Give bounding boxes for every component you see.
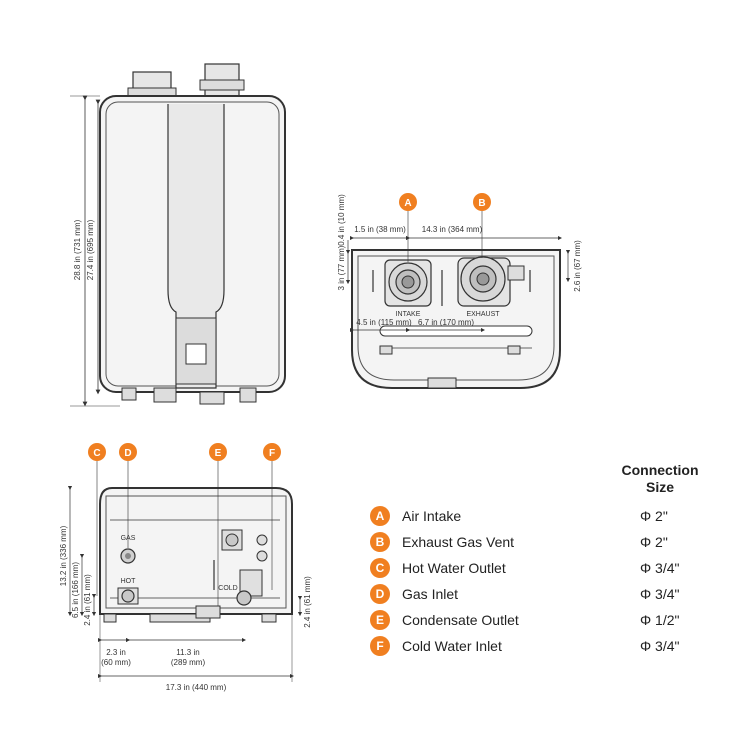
bottom-dim-width: 17.3 in (440 mm) bbox=[166, 683, 227, 692]
top-view: INTAKE EXHAUST A B 1.5 in (38 mm) 14.3 i… bbox=[337, 193, 582, 389]
cold-label: COLD bbox=[218, 585, 237, 592]
legend-row-hot-water: C Hot Water Outlet Φ 3/4" bbox=[370, 557, 690, 579]
legend-badge: E bbox=[370, 610, 390, 630]
badge-b: B bbox=[473, 193, 491, 211]
badge-f: F bbox=[263, 443, 281, 461]
bottom-dim-height-hot: 2.4 in (61 mm) bbox=[83, 574, 92, 626]
intake-label: INTAKE bbox=[396, 311, 421, 318]
badge-e: E bbox=[209, 443, 227, 461]
bottom-dim-offset-left-1: 2.3 in bbox=[106, 648, 126, 657]
top-dim-offset-c: 4.5 in (115 mm) bbox=[356, 318, 412, 327]
bottom-dim-height-total: 13.2 in (336 mm) bbox=[59, 525, 68, 586]
exhaust-port bbox=[457, 256, 525, 307]
hot-connection bbox=[121, 589, 135, 603]
cold-connection bbox=[236, 590, 252, 606]
top-dim-offset-a: 1.5 in (38 mm) bbox=[354, 225, 406, 234]
legend-badge: D bbox=[370, 584, 390, 604]
legend-size: Φ 2" bbox=[640, 534, 668, 550]
bottom-dim-center-2: (289 mm) bbox=[171, 658, 206, 667]
intake-port bbox=[384, 259, 432, 307]
badge-c: C bbox=[88, 443, 106, 461]
legend-badge: C bbox=[370, 558, 390, 578]
exhaust-label: EXHAUST bbox=[466, 311, 500, 318]
legend-size: Φ 2" bbox=[640, 508, 668, 524]
front-dim-body-height: 27.4 in (695 mm) bbox=[86, 219, 95, 280]
svg-text:F: F bbox=[269, 448, 275, 459]
svg-text:B: B bbox=[478, 198, 485, 209]
bottom-dim-center-1: 11.3 in bbox=[176, 648, 199, 657]
legend-badge: A bbox=[370, 506, 390, 526]
legend-size: Φ 3/4" bbox=[640, 586, 680, 602]
bottom-dim-offset-left-2: (60 mm) bbox=[101, 658, 131, 667]
legend-row-air-intake: A Air Intake Φ 2" bbox=[370, 505, 690, 527]
badge-a: A bbox=[399, 193, 417, 211]
top-dim-depth-a: 0.4 in (10 mm) bbox=[337, 194, 346, 246]
bottom-dim-height-gas: 6.5 in (166 mm) bbox=[71, 562, 80, 618]
legend-badge: B bbox=[370, 532, 390, 552]
legend-badge: F bbox=[370, 636, 390, 656]
top-dim-depth-exhaust: 2.6 in (67 mm) bbox=[573, 240, 582, 292]
top-dim-centers: 6.7 in (170 mm) bbox=[418, 318, 474, 327]
legend-size: Φ 1/2" bbox=[640, 612, 680, 628]
legend-row-condensate: E Condensate Outlet Φ 1/2" bbox=[370, 609, 690, 631]
top-dim-spacing: 14.3 in (364 mm) bbox=[422, 225, 483, 234]
legend-row-cold-water: F Cold Water Inlet Φ 3/4" bbox=[370, 635, 690, 657]
legend-size: Φ 3/4" bbox=[640, 638, 680, 654]
svg-text:E: E bbox=[215, 448, 222, 459]
legend-name: Condensate Outlet bbox=[402, 612, 519, 628]
svg-text:C: C bbox=[93, 448, 100, 459]
legend-size: Φ 3/4" bbox=[640, 560, 680, 576]
svg-text:D: D bbox=[124, 448, 131, 459]
legend-header: Connection Size bbox=[620, 462, 700, 496]
legend-name: Gas Inlet bbox=[402, 586, 459, 602]
legend-row-exhaust: B Exhaust Gas Vent Φ 2" bbox=[370, 531, 690, 553]
svg-text:A: A bbox=[404, 198, 411, 209]
legend-name: Cold Water Inlet bbox=[402, 638, 502, 654]
front-view: 28.8 in (731 mm) 27.4 in (695 mm) bbox=[70, 63, 286, 407]
legend-row-gas-inlet: D Gas Inlet Φ 3/4" bbox=[370, 583, 690, 605]
top-dim-depth-intake: 3 in (77 mm) bbox=[337, 245, 346, 290]
legend-name: Exhaust Gas Vent bbox=[402, 534, 515, 550]
legend-header-line1: Connection bbox=[621, 462, 699, 478]
legend-header-line2: Size bbox=[645, 479, 674, 495]
bottom-dim-height-cold: 2.4 in (61 mm) bbox=[303, 576, 312, 628]
front-dim-total-height: 28.8 in (731 mm) bbox=[73, 219, 82, 280]
badge-d: D bbox=[119, 443, 137, 461]
legend-name: Air Intake bbox=[402, 508, 462, 524]
hot-label: HOT bbox=[121, 578, 137, 585]
bottom-view: GAS HOT COLD C D E F 13.2 in (336 mm) 6.… bbox=[59, 443, 312, 692]
legend-name: Hot Water Outlet bbox=[402, 560, 506, 576]
